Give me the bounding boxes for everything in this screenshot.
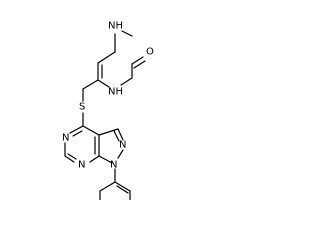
atom-label-pyrazole-n1: N: [110, 160, 117, 171]
bond: [117, 128, 124, 141]
bond: [97, 51, 116, 64]
bond: [67, 153, 77, 160]
bond: [72, 130, 83, 137]
bond: [69, 125, 84, 134]
bond: [116, 185, 129, 194]
bond: [64, 155, 75, 163]
bond: [98, 128, 119, 136]
atom-label-pyrazole-n2: N: [119, 140, 126, 151]
atom-label-nh-top: NH: [108, 21, 123, 32]
atom-label-pyrimidine-n-upper: N: [62, 133, 69, 144]
bond: [89, 155, 100, 163]
molecule-structure: NH O NH S N N N N: [62, 21, 154, 200]
atom-labels: NH O NH S N N N N: [62, 21, 154, 171]
bond: [113, 130, 120, 142]
bond: [98, 155, 113, 164]
bond: [114, 181, 131, 192]
bond: [121, 30, 133, 37]
bond: [82, 79, 99, 90]
atom-label-sulfur: S: [79, 102, 85, 113]
bond: [99, 181, 116, 192]
atom-label-pyrimidine-n-lower: N: [78, 160, 85, 171]
bond: [131, 56, 144, 65]
bond: [82, 125, 100, 136]
bond: [97, 79, 110, 88]
bond: [120, 77, 133, 86]
bond: [133, 60, 146, 69]
atom-label-carbonyl-oxygen: O: [146, 47, 154, 58]
bonds: [64, 30, 146, 200]
bond: [117, 149, 124, 159]
atom-label-nh-ring: NH: [108, 87, 123, 98]
